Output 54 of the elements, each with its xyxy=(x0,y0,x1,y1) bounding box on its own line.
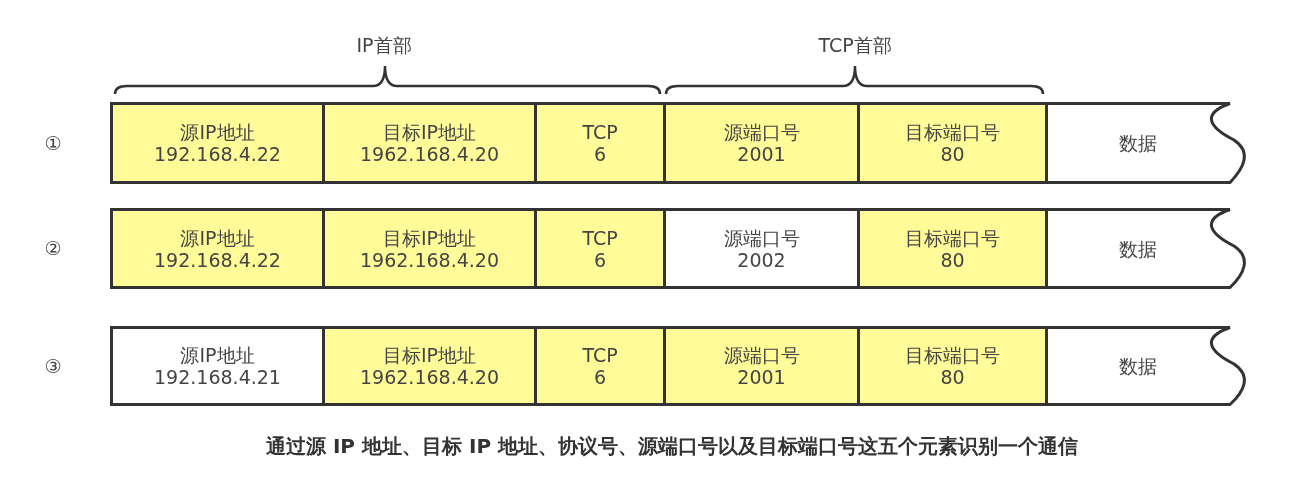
field-name: 目标IP地址 xyxy=(382,226,477,249)
field-value: 80 xyxy=(940,143,965,165)
field-name: 目标端口号 xyxy=(905,226,1000,249)
field-value: 192.168.4.21 xyxy=(154,366,281,388)
field-value: 1962.168.4.20 xyxy=(360,366,499,388)
row-number: ① xyxy=(44,132,62,154)
field-name: 目标IP地址 xyxy=(382,344,477,366)
field-value: 6 xyxy=(593,143,607,165)
field-name: 数据 xyxy=(1119,132,1157,154)
field-value: 80 xyxy=(940,248,965,271)
field-name: TCP xyxy=(582,226,618,249)
field-name: 数据 xyxy=(1119,237,1157,260)
header-label: IP首部 xyxy=(356,34,412,56)
packet-field xyxy=(110,326,325,406)
field-value: 192.168.4.22 xyxy=(154,248,281,271)
header-label: TCP首部 xyxy=(818,34,892,56)
field-name: TCP xyxy=(582,121,618,143)
field-value: 6 xyxy=(593,366,607,388)
field-name: 数据 xyxy=(1119,355,1157,377)
packet-field xyxy=(537,326,666,406)
caption: 通过源 IP 地址、目标 IP 地址、协议号、源端口号以及目标端口号这五个元素识别一个通信 xyxy=(265,434,1079,458)
packet-field xyxy=(325,102,537,184)
field-value: 2002 xyxy=(737,248,786,271)
field-name: 源IP地址 xyxy=(180,226,255,249)
field-name: 目标端口号 xyxy=(905,121,1000,143)
field-name: 源端口号 xyxy=(723,226,800,249)
field-name: 源端口号 xyxy=(723,121,800,143)
field-value: 192.168.4.22 xyxy=(154,143,281,165)
row-number: ② xyxy=(44,237,62,259)
packet-field xyxy=(110,102,325,184)
packet-field xyxy=(860,208,1048,289)
field-value: 2001 xyxy=(737,366,786,388)
packet-field xyxy=(860,102,1048,184)
field-value: 80 xyxy=(940,366,965,388)
packet-field xyxy=(666,208,860,289)
field-name: 源IP地址 xyxy=(180,121,255,143)
packet-field xyxy=(666,326,860,406)
field-name: 目标端口号 xyxy=(905,344,1000,366)
packet-field xyxy=(537,102,666,184)
packet-field xyxy=(325,326,537,406)
packet-field xyxy=(110,208,325,289)
field-name: 源端口号 xyxy=(723,344,800,366)
field-value: 6 xyxy=(593,248,607,271)
packet-field xyxy=(537,208,666,289)
field-name: TCP xyxy=(582,344,618,366)
packet-field xyxy=(666,102,860,184)
field-value: 2001 xyxy=(737,143,786,165)
packet-field xyxy=(860,326,1048,406)
field-value: 1962.168.4.20 xyxy=(360,248,499,271)
packet-field xyxy=(325,208,537,289)
row-number: ③ xyxy=(44,355,62,377)
field-name: 目标IP地址 xyxy=(382,121,477,143)
field-name: 源IP地址 xyxy=(180,344,255,366)
field-value: 1962.168.4.20 xyxy=(360,143,499,165)
